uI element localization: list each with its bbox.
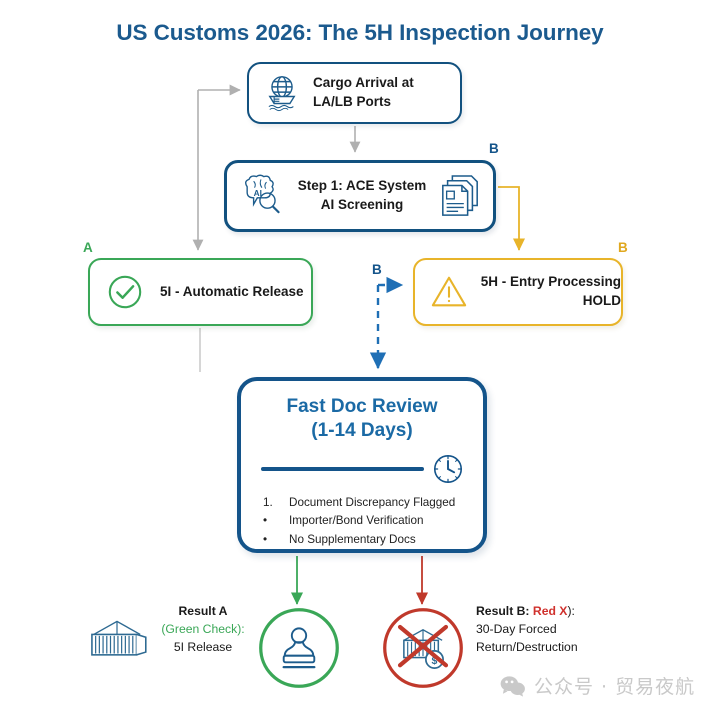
node-ace-label: Step 1: ACE System AI Screening <box>285 177 439 214</box>
review-title-line2: (1-14 Days) <box>311 419 413 441</box>
result-b-qualifier: Red X <box>532 604 568 618</box>
crossed-container-money-icon: $ <box>403 629 444 669</box>
result-a-qualifier: (Green Check): <box>161 622 245 637</box>
review-item: 1. Document Discrepancy Flagged <box>259 494 465 512</box>
connector-branch-b <box>369 276 404 370</box>
result-b-heading: Result B: <box>476 604 530 618</box>
shipping-container-icon <box>84 614 150 666</box>
node-fast-doc-review[interactable]: Fast Doc Review (1-14 Days) 1. Document … <box>237 377 487 553</box>
check-circle-icon <box>106 273 144 311</box>
node-cargo-line2: LA/LB Ports <box>313 94 392 109</box>
review-item: • No Supplementary Docs <box>259 531 465 549</box>
result-b-detail-line2: Return/Destruction <box>476 640 578 655</box>
route-label-b-middle: B <box>372 262 382 277</box>
svg-text:$: $ <box>432 655 438 667</box>
result-b-text: Result B: Red X): 30-Day Forced Return/D… <box>476 602 656 656</box>
rubber-stamp-icon <box>282 627 316 669</box>
result-a-heading: Result A <box>178 604 228 618</box>
review-item: • Importer/Bond Verification <box>259 512 465 530</box>
node-hold-line2: HOLD <box>582 293 621 308</box>
connector-ace-to-hold <box>498 186 526 251</box>
result-a-detail: 5I Release <box>173 640 233 655</box>
result-a-badge[interactable] <box>255 604 343 692</box>
review-title: Fast Doc Review (1-14 Days) <box>259 395 465 443</box>
watermark: 公众号 · 贸易夜航 <box>500 672 695 699</box>
review-title-line1: Fast Doc Review <box>286 396 438 417</box>
warning-triangle-icon <box>429 273 469 311</box>
review-item-marker: • <box>263 532 268 546</box>
result-a-text: Result A (Green Check): 5I Release <box>144 602 262 656</box>
review-divider-row <box>259 452 465 486</box>
route-label-a: A <box>83 240 93 255</box>
review-item-text: Document Discrepancy Flagged <box>289 495 456 509</box>
node-cargo-arrival[interactable]: Cargo Arrival at LA/LB Ports <box>247 62 462 124</box>
documents-icon <box>439 173 481 219</box>
review-item-marker: 1. <box>263 495 273 509</box>
ai-brain-search-icon: AI <box>237 172 285 220</box>
result-b-qualifier-suffix: ): <box>567 604 575 618</box>
page-title: US Customs 2026: The 5H Inspection Journ… <box>116 20 604 45</box>
watermark-text: 公众号 · 贸易夜航 <box>534 676 696 698</box>
node-hold-line1: 5H - Entry Processing <box>480 274 621 290</box>
node-cargo-line1: Cargo Arrival at <box>313 75 414 91</box>
node-ace-line1: Step 1: ACE System <box>297 178 427 194</box>
node-entry-processing-hold[interactable]: 5H - Entry Processing HOLD <box>413 258 623 326</box>
node-cargo-label: Cargo Arrival at LA/LB Ports <box>313 74 414 111</box>
globe-ship-icon <box>261 72 303 114</box>
node-hold-label: 5H - Entry Processing HOLD <box>479 273 621 310</box>
wechat-icon <box>500 675 526 697</box>
result-b-detail-line1: 30-Day Forced <box>476 622 557 637</box>
svg-text:AI: AI <box>254 188 262 198</box>
clock-icon <box>431 452 465 486</box>
node-automatic-release[interactable]: 5I - Automatic Release <box>88 258 313 326</box>
red-x-overlay <box>397 624 449 668</box>
review-item-list: 1. Document Discrepancy Flagged • Import… <box>259 494 465 549</box>
node-ace-line2: AI Screening <box>320 197 404 212</box>
review-item-text: Importer/Bond Verification <box>289 514 424 528</box>
review-item-text: No Supplementary Docs <box>289 532 416 546</box>
node-release-label: 5I - Automatic Release <box>160 283 304 299</box>
result-b-badge[interactable]: $ <box>379 604 467 692</box>
route-label-b-right: B <box>618 240 628 255</box>
route-label-b-top: B <box>489 141 499 156</box>
review-item-marker: • <box>263 514 268 528</box>
divider <box>261 467 424 471</box>
node-ace-screening[interactable]: AI Step 1: ACE System AI Screening <box>224 160 496 232</box>
